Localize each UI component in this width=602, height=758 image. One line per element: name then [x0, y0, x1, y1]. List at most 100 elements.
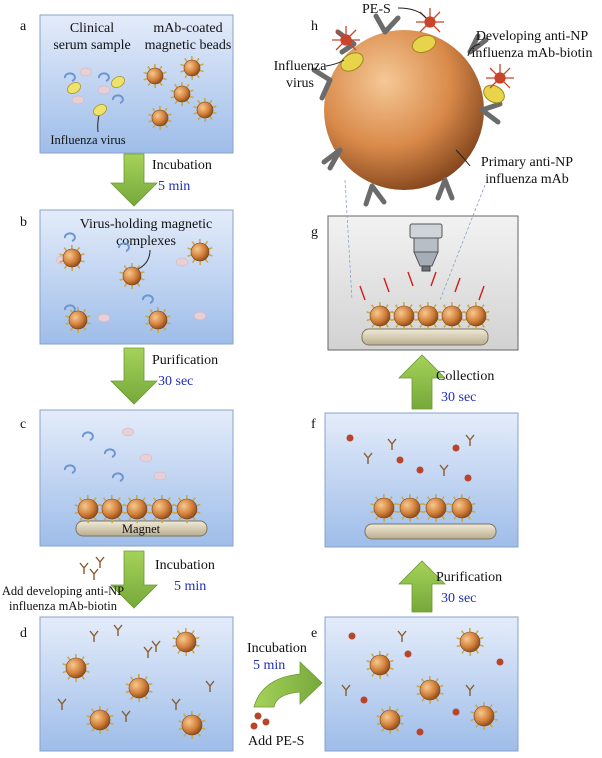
developing-antibody: [171, 698, 181, 710]
panel-h-developing-line1: Developing anti-NP: [476, 29, 589, 44]
pes-molecule: [416, 728, 424, 736]
influenza-virus: [67, 82, 81, 94]
magnetic-bead: [178, 710, 206, 740]
developing-antibody: [397, 630, 407, 642]
magnetic-bead: [456, 627, 484, 657]
panel-f-magnet-bar: [364, 523, 497, 540]
magnetic-bead: [396, 493, 424, 523]
developing-antibody: [465, 434, 475, 446]
developing-antibody: [113, 624, 123, 636]
magnet-bar: [75, 520, 208, 537]
magnetic-bead: [390, 301, 418, 331]
magnetic-bead: [470, 701, 498, 731]
panel-b-label: b: [20, 215, 27, 230]
arrow-d-to-e: [253, 661, 323, 708]
pes-molecule: [452, 444, 460, 452]
magnetic-bead: [119, 262, 145, 290]
magnetic-bead: [173, 494, 201, 524]
virus-particle: [117, 242, 130, 252]
serum-particle: [97, 85, 111, 95]
panel-a-clinical-line1: Clinical: [70, 21, 114, 36]
panel-a-beads-line2: magnetic beads: [145, 38, 232, 53]
arrow-f-to-g: [398, 354, 446, 410]
panel-b-pointer: [135, 249, 151, 271]
panel-a-label: a: [20, 19, 27, 34]
pes-molecule: [396, 456, 404, 464]
magnetic-bead: [98, 494, 126, 524]
developing-antibody: [89, 630, 99, 642]
step-ef-name: Purification: [436, 570, 502, 585]
panel-e-label: e: [311, 626, 317, 641]
virus-particle: [63, 232, 76, 242]
panel-g-slide: [361, 328, 489, 346]
magnetic-bead: [125, 673, 153, 703]
emission-ray: [383, 277, 390, 293]
emission-ray: [454, 277, 461, 293]
developing-antibody: [121, 710, 131, 722]
panel-h-pes-pointer: [397, 7, 427, 19]
emission-ray: [430, 271, 437, 287]
panel-b-title-line1: Virus-holding magnetic: [80, 217, 213, 232]
step-de-name: Incubation: [247, 641, 307, 656]
pes-molecule: [254, 712, 262, 720]
step-cd-time: 5 min: [174, 579, 206, 594]
serum-particle: [121, 427, 135, 437]
detector-objective-icon: [409, 223, 443, 272]
magnet-label: Magnet: [122, 522, 161, 536]
panel-f-label: f: [311, 417, 316, 432]
emission-ray: [407, 271, 414, 287]
arrow-a-to-b: [110, 153, 158, 207]
panel-h-primary-line2: influenza mAb: [485, 172, 569, 187]
step-fg-name: Collection: [436, 369, 494, 384]
pes-molecule: [360, 696, 368, 704]
panel-h-primary-pointer: [455, 149, 471, 167]
serum-particle: [175, 257, 189, 267]
panel-h-developing-line2: influenza mAb-biotin: [472, 46, 593, 61]
magnetic-bead: [422, 493, 450, 523]
magnetic-bead: [143, 63, 167, 89]
developing-antibody: [95, 556, 105, 568]
virus-particle: [111, 472, 124, 482]
virus-particle: [111, 94, 124, 104]
virus-particle: [63, 72, 76, 82]
step-de-add: Add PE-S: [248, 734, 304, 749]
virus-particle: [141, 294, 154, 304]
influenza-virus: [93, 104, 107, 116]
magnetic-bead: [145, 306, 171, 334]
magnetic-bead: [170, 81, 194, 107]
developing-antibody: [341, 684, 351, 696]
serum-particle: [71, 95, 85, 105]
magnetic-bead: [448, 493, 476, 523]
pes-markers: [332, 8, 514, 89]
zoom-line-right: [439, 184, 486, 301]
developing-antibody: [79, 562, 89, 574]
pes-molecule: [452, 708, 460, 716]
developing-antibody: [387, 438, 397, 450]
magnetic-bead: [187, 238, 213, 266]
magnetic-bead: [148, 105, 172, 131]
step-ab-name: Incubation: [152, 158, 212, 173]
magnified-bead: [324, 30, 484, 190]
magnetic-bead: [86, 705, 114, 735]
step-cd-name: Incubation: [155, 558, 215, 573]
magnetic-bead: [65, 306, 91, 334]
magnetic-bead: [180, 55, 204, 81]
serum-particle: [193, 311, 207, 321]
step-cd-add-line2: influenza mAb-biotin: [9, 599, 118, 613]
magnetic-bead: [376, 705, 404, 735]
panel-h-virus-pointer: [325, 59, 345, 67]
magnetic-bead: [74, 494, 102, 524]
particle-layer: [55, 55, 504, 740]
panel-a-virus-label: Influenza virus: [50, 133, 125, 147]
panel-h-virus-line2: virus: [286, 76, 314, 91]
step-cd-add-line1: Add developing anti-NP: [2, 584, 124, 598]
magnetic-bead: [123, 494, 151, 524]
panel-a-clinical-line2: serum sample: [53, 38, 130, 53]
pes-molecule: [464, 474, 472, 482]
virus-particle: [81, 431, 94, 441]
virus-particle: [97, 72, 110, 82]
magnetic-bead: [366, 650, 394, 680]
developing-antibody: [465, 684, 475, 696]
magnetic-bead: [193, 97, 217, 123]
influenza-virus: [111, 76, 125, 88]
